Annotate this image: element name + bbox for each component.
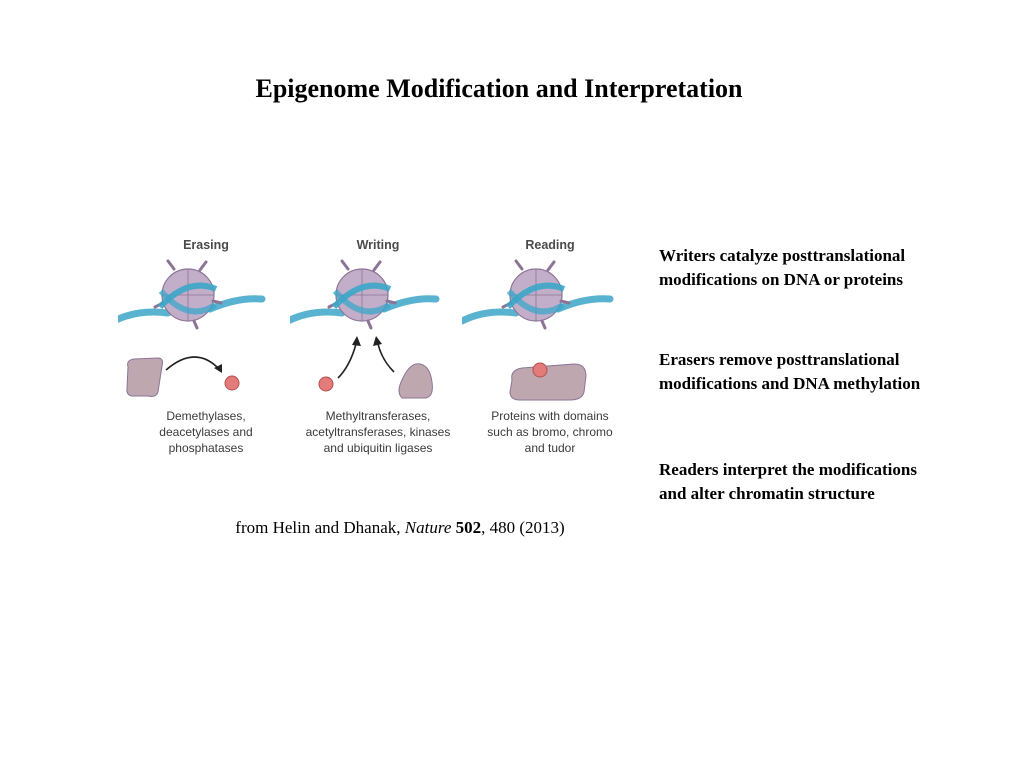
modification-mark [224, 375, 240, 391]
panel-erasing: Erasing Demethylases, deacetylases and p… [118, 232, 294, 472]
citation: from Helin and Dhanak, Nature 502, 480 (… [0, 518, 800, 538]
modification-mark [532, 362, 548, 378]
histone-tail [192, 319, 199, 330]
panel-title-erasing: Erasing [183, 238, 229, 252]
citation-journal: Nature [404, 518, 452, 537]
nucleosome [462, 259, 614, 330]
arrowhead-icon [373, 336, 382, 346]
dna-wrap [506, 289, 565, 315]
dna-wrap [158, 289, 217, 315]
panel-title-reading: Reading [525, 238, 575, 252]
note-erasers: Erasers remove posttranslational modific… [659, 350, 921, 393]
histone-tail [372, 260, 382, 272]
dna-strand-left [462, 308, 520, 325]
dna-wrap [157, 282, 218, 310]
histone-tail [385, 299, 397, 305]
citation-prefix: from Helin and Dhanak, [235, 518, 405, 537]
histone-tail [546, 260, 556, 272]
panel-writing: Writing Methyltransferases, acetyltransf… [290, 232, 466, 472]
reader-protein [509, 363, 587, 401]
erased-protein [126, 357, 163, 397]
write-arrow-left [337, 343, 357, 379]
dna-strand-right [380, 295, 440, 313]
histone-tail [211, 299, 223, 305]
histone-tail [340, 259, 350, 271]
histone-tail [166, 259, 176, 271]
panel-caption-writing: Methyltransferases, acetyltransferases, … [305, 409, 451, 455]
nucleosome [290, 259, 440, 330]
dna-wrap [331, 282, 392, 310]
dna-wrap [332, 289, 391, 315]
histone-tail [559, 299, 571, 305]
modification-mark [318, 376, 334, 392]
arrowhead-icon [214, 364, 222, 373]
epigenome-figure: Erasing Demethylases, deacetylases and p… [118, 232, 638, 472]
reading-illustration [462, 259, 614, 401]
panel-reading: Reading Proteins with domains such as br… [462, 232, 638, 472]
write-arrow-right [377, 343, 395, 373]
histone-tail [366, 319, 373, 330]
dna-strand-left [118, 308, 172, 324]
dna-strand-left [290, 308, 346, 324]
note-writers: Writers catalyze posttranslational modif… [659, 246, 906, 289]
writing-illustration [290, 259, 440, 399]
dna-strand-right [554, 295, 614, 313]
panel-title-writing: Writing [356, 238, 400, 252]
histone-tail [514, 259, 524, 271]
note-readers: Readers interpret the modifications and … [659, 460, 917, 503]
histone-tail [540, 319, 547, 330]
nucleosome [118, 259, 266, 330]
panel-caption-erasing: Demethylases, deacetylases and phosphata… [159, 409, 253, 455]
dna-wrap [505, 282, 566, 310]
dna-strand-right [206, 295, 266, 313]
arrowhead-icon [352, 336, 361, 346]
histone-tail [198, 260, 208, 272]
writer-protein [398, 363, 433, 399]
erase-arrow [165, 356, 221, 371]
panel-caption-reading: Proteins with domains such as bromo, chr… [487, 409, 613, 455]
citation-suffix: , 480 (2013) [481, 518, 565, 537]
page-title: Epigenome Modification and Interpretatio… [255, 74, 743, 103]
erasing-illustration [118, 259, 266, 397]
citation-volume: 502 [455, 518, 482, 537]
